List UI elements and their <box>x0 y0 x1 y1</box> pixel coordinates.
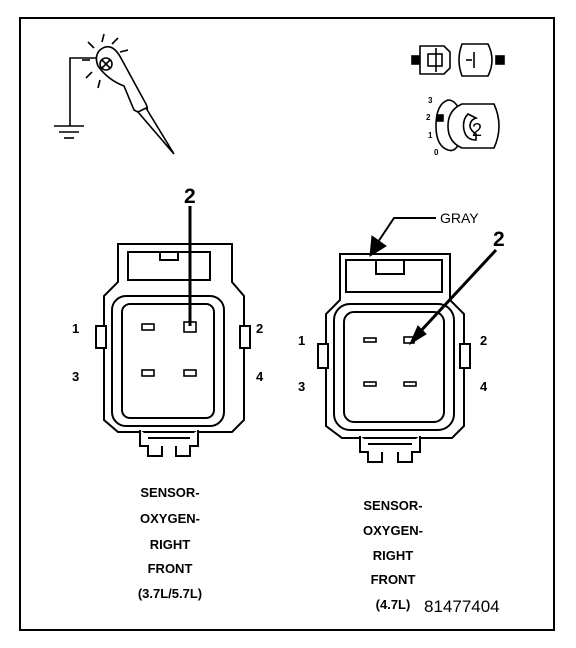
gray-callout-label: GRAY <box>440 210 479 226</box>
right-caption-line-4: FRONT <box>371 572 416 587</box>
left-callout-label: 2 <box>184 185 196 208</box>
right-caption-line-3: RIGHT <box>373 548 414 563</box>
left-connector <box>95 243 251 457</box>
right-caption-line-1: SENSOR- <box>363 498 422 513</box>
left-cavity-1 <box>141 323 155 331</box>
right-cavity-3 <box>363 381 377 387</box>
test-light-probe-icon <box>54 33 175 155</box>
left-caption-line-2: OXYGEN- <box>140 511 200 526</box>
left-pin-label-4: 4 <box>256 369 264 384</box>
connector-mate-icon <box>411 43 505 77</box>
right-pin-label-4: 4 <box>480 379 488 394</box>
right-cavity-1 <box>363 337 377 343</box>
left-caption-line-5: (3.7L/5.7L) <box>138 586 202 601</box>
left-caption: SENSOR- OXYGEN- RIGHT FRONT (3.7L/5.7L) <box>138 485 202 601</box>
diagram-border <box>19 17 555 631</box>
right-connector <box>317 253 471 463</box>
right-pin-label-3: 3 <box>298 379 305 394</box>
left-pin-label-1: 1 <box>72 321 79 336</box>
figure-number: 81477404 <box>424 597 500 616</box>
gauge-scale-2: 2 <box>426 113 431 122</box>
gauge-scale-0: 0 <box>434 148 439 157</box>
left-cavity-3 <box>141 369 155 377</box>
right-caption-line-2: OXYGEN- <box>363 523 423 538</box>
position-gauge-icon <box>435 99 500 152</box>
left-caption-line-4: FRONT <box>148 561 193 576</box>
right-caption: SENSOR- OXYGEN- RIGHT FRONT (4.7L) <box>363 498 423 612</box>
gray-callout-leader <box>369 217 436 257</box>
right-callout-leader <box>408 248 498 346</box>
right-callout-label: 2 <box>493 228 505 251</box>
left-pin-label-3: 3 <box>72 369 79 384</box>
gauge-scale-1: 1 <box>428 131 433 140</box>
left-caption-line-3: RIGHT <box>150 537 191 552</box>
left-cavity-4 <box>183 369 197 377</box>
left-pin-label-2: 2 <box>256 321 263 336</box>
right-cavity-4 <box>403 381 417 387</box>
right-pin-label-2: 2 <box>480 333 487 348</box>
gauge-position-label: 2 <box>472 120 482 140</box>
right-pin-label-1: 1 <box>298 333 305 348</box>
right-caption-line-5: (4.7L) <box>376 597 411 612</box>
gauge-scale-3: 3 <box>428 96 433 105</box>
left-caption-line-1: SENSOR- <box>140 485 199 500</box>
right-pin-cavities <box>363 336 417 387</box>
